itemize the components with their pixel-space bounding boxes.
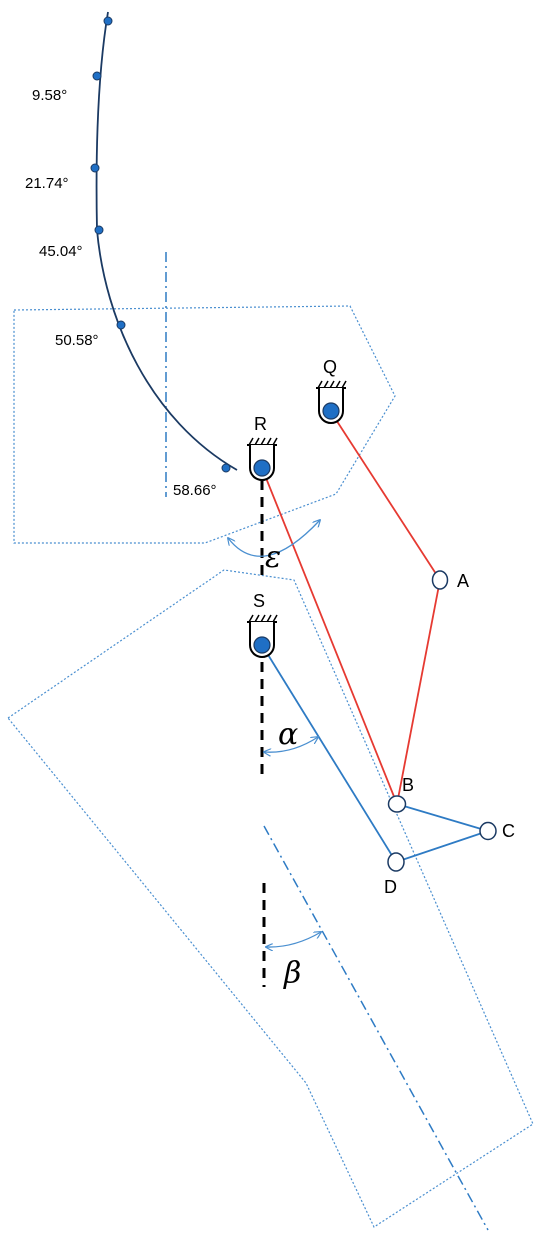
- ground-pivot-icon: [316, 380, 347, 424]
- trajectory-curve: [95, 11, 238, 471]
- joint-b-icon: [387, 795, 407, 813]
- blue-links: [261, 644, 489, 863]
- angle-label-1: 9.58°: [32, 87, 67, 104]
- label-beta: β: [283, 956, 301, 991]
- label-a: A: [457, 571, 469, 591]
- joint-d-icon: [387, 852, 405, 872]
- beta-arc: [266, 932, 321, 947]
- upper-segment-outline: [13, 305, 396, 544]
- ground-pivot-icon: [247, 614, 278, 658]
- angle-label-2: 21.74°: [25, 175, 69, 192]
- label-q: Q: [323, 357, 337, 377]
- label-d: D: [384, 877, 397, 897]
- link-s-d: [261, 644, 397, 863]
- label-s: S: [253, 591, 265, 611]
- link-d-c: [395, 830, 489, 863]
- label-r: R: [254, 414, 267, 434]
- angle-label-5: 58.66°: [173, 482, 217, 499]
- joint-c-icon: [479, 821, 497, 841]
- alpha-arc: [264, 737, 318, 752]
- trajectory-point: [92, 71, 102, 81]
- trajectory-point: [221, 463, 231, 473]
- trajectory-point: [90, 163, 100, 173]
- label-b: B: [402, 775, 414, 795]
- trajectory-point: [116, 320, 126, 330]
- link-q-a: [330, 411, 441, 581]
- angle-label-4: 50.58°: [55, 332, 99, 349]
- trajectory-points: [90, 16, 231, 473]
- epsilon-arc: [228, 520, 320, 557]
- label-alpha: α: [278, 717, 298, 752]
- link-a-b: [396, 579, 441, 805]
- lower-axis-line: [263, 825, 489, 1231]
- trajectory-point: [103, 16, 113, 26]
- ground-pivot-icon: [247, 437, 278, 481]
- link-b-c: [396, 803, 489, 832]
- joint-a-icon: [431, 570, 449, 590]
- lower-segment-outline: [7, 569, 534, 1228]
- trajectory-point: [94, 225, 104, 235]
- label-c: C: [502, 821, 515, 841]
- angle-label-3: 45.04°: [39, 243, 83, 260]
- label-epsilon: ε: [265, 540, 281, 575]
